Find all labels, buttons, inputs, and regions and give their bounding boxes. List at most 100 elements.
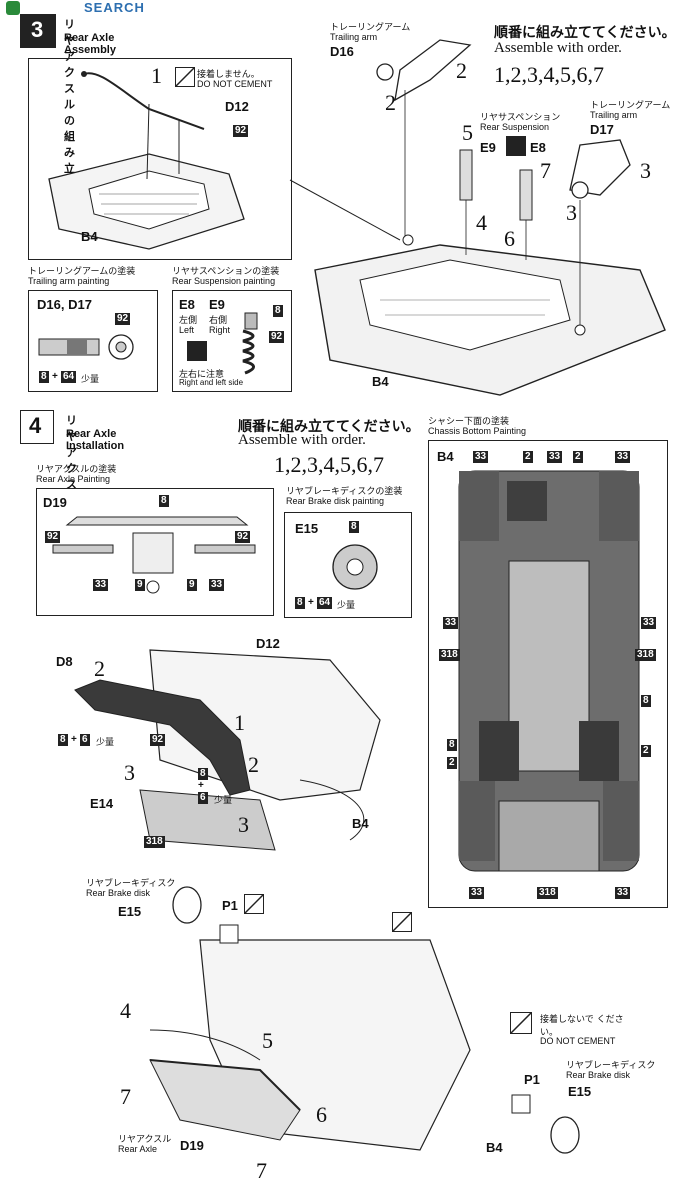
paint-arm-drawing [38, 334, 134, 360]
brake-plus: + [308, 597, 314, 608]
step4-number: 4 [29, 413, 42, 438]
axle-paint-d19: D19 [43, 495, 67, 510]
step4-number-box [20, 410, 54, 444]
low-n6: 6 [316, 1102, 327, 1127]
low-n4: 4 [120, 998, 131, 1023]
paint-arm-plus: + [52, 371, 58, 382]
paint-susp-en: Rear Suspension painting [172, 276, 276, 286]
axle-chip-8: 8 [159, 495, 169, 507]
paint-arm-box: D16, D17 92 8 + 64 少量 [28, 290, 158, 392]
step4-order-jp: 順番に組み立ててください。 [238, 419, 420, 435]
step3-main-drawing [289, 39, 666, 396]
step3-inset-drawing [48, 71, 245, 250]
paint-susp-note-jp: 左右に注意 [179, 370, 225, 380]
asm-chip-318: 318 [144, 836, 165, 848]
low-n7a: 7 [120, 1084, 131, 1109]
brake-paint-jp: リヤブレーキディスクの塗装 [286, 487, 403, 497]
step3-num-3b: 3 [566, 200, 577, 225]
step3-arm-jp-left: トレーリングアーム [330, 23, 411, 33]
paint-susp-spring [242, 312, 258, 375]
low-brake-en: Rear Brake disk [86, 888, 151, 898]
step3-e8: E8 [530, 140, 546, 155]
asm-mix1a: 8 [58, 734, 68, 746]
step3-arm-jp-right: トレーリングアーム [590, 101, 671, 111]
paint-susp-brush-icon [187, 341, 207, 361]
asm-mix2b: 6 [198, 792, 208, 804]
axle-paint-drawing [52, 516, 256, 594]
chassis-chip-left-8: 8 [447, 739, 457, 751]
asm-small2: 少量 [214, 796, 233, 806]
brake-mix-a: 8 [295, 597, 305, 609]
step3-num-3a: 3 [640, 158, 651, 183]
chassis-chip-bottom-318: 318 [537, 887, 558, 899]
chassis-chip-left-318: 318 [439, 649, 460, 661]
chassis-chip-right-33c: 33 [615, 887, 631, 899]
chassis-en: Chassis Bottom Painting [428, 426, 527, 436]
step3-inset-part-1: 1 [151, 63, 162, 88]
step4-title-en: Rear Axle Installation [66, 428, 125, 452]
paint-susp-left-en: Left [179, 325, 195, 335]
paint-arm-chip-92: 92 [115, 313, 131, 325]
axle-paint-box: D19 8 92 92 33 33 9 9 [36, 488, 274, 616]
step3-e9: E9 [480, 140, 496, 155]
chassis-chip-right-8: 8 [641, 695, 651, 707]
chassis-chip-left-2: 2 [447, 757, 457, 769]
chassis-chip-top-33: 33 [547, 451, 563, 463]
chassis-chip-right-318: 318 [635, 649, 656, 661]
asm-chip-92: 92 [150, 734, 166, 746]
asm-b4: B4 [352, 816, 369, 831]
asm-d12: D12 [256, 636, 280, 651]
low-brake2-en: Rear Brake disk [566, 1070, 631, 1080]
axle-chip-33-left: 33 [93, 579, 109, 591]
low-e15b: E15 [568, 1084, 592, 1099]
paint-arm-mix-a: 8 [39, 371, 49, 383]
step3-num-5: 5 [462, 120, 473, 145]
chassis-chip-left-33b: 33 [443, 617, 459, 629]
low-e15: E15 [118, 904, 142, 919]
axle-paint-jp: リヤアクスルの塗装 [36, 465, 117, 475]
asm-d8: D8 [56, 654, 73, 669]
chassis-chip-top-2a: 2 [523, 451, 533, 463]
chassis-chip-right-2: 2 [641, 745, 651, 757]
paint-susp-box: E8 E9 左側 右側 Left Right 8 92 左右に注意 Right … [172, 290, 292, 392]
paint-susp-chip-8: 8 [273, 305, 283, 317]
asm-n1: 1 [234, 710, 245, 735]
low-no-cement-icon-b [392, 912, 412, 932]
asm-plus1: + [71, 734, 77, 745]
step3-inset: 1 D12 92 B4 接着しません。 DO NOT CEMENT [28, 58, 292, 260]
brake-disk-drawing [332, 544, 378, 590]
chassis-chip-right-33b: 33 [641, 617, 657, 629]
step3-susp-en: Rear Suspension [480, 122, 550, 132]
low-brake-jp: リヤブレーキディスク [86, 879, 176, 889]
brake-paint-box: E15 8 8 + 64 少量 [284, 512, 412, 618]
step3-num-6: 6 [504, 226, 515, 251]
step3-b4: B4 [372, 374, 389, 389]
asm-n2a: 2 [94, 656, 105, 681]
chassis-chip-top-2b: 2 [573, 451, 583, 463]
chassis-chip-right-33a: 33 [615, 451, 631, 463]
asm-small1: 少量 [96, 738, 115, 748]
paint-arm-jp: トレーリングアームの塗装 [28, 267, 136, 277]
asm-n3b: 3 [238, 812, 249, 837]
step3-order-jp: 順番に組み立ててください。 [494, 25, 676, 41]
low-cement-jp: 接着しないで ください。 [540, 1015, 624, 1038]
low-p1: P1 [222, 898, 238, 913]
paint-susp-note-en: Right and left side [179, 378, 244, 387]
paint-arm-small: 少量 [81, 375, 100, 385]
low-no-cement-icon-c [510, 1012, 532, 1034]
step3-num-2a: 2 [456, 58, 467, 83]
step3-inset-b4: B4 [81, 229, 98, 244]
chassis-box: B4 33 33 318 8 2 33 33 33 318 8 2 33 2 3… [428, 440, 668, 908]
paint-susp-e8: E8 [179, 297, 195, 312]
step4-order-seq: 1,2,3,4,5,6,7 [274, 452, 384, 477]
axle-chip-92-left: 92 [45, 531, 61, 543]
axle-chip-9-right: 9 [187, 579, 197, 591]
asm-mix1b: 6 [80, 734, 90, 746]
paint-susp-e9: E9 [209, 297, 225, 312]
brake-chip-8: 8 [349, 521, 359, 533]
paint-arm-parts: D16, D17 [37, 297, 92, 312]
asm-e14: E14 [90, 796, 114, 811]
watermark: SEARCH [6, 0, 156, 16]
axle-chip-9-left: 9 [135, 579, 145, 591]
